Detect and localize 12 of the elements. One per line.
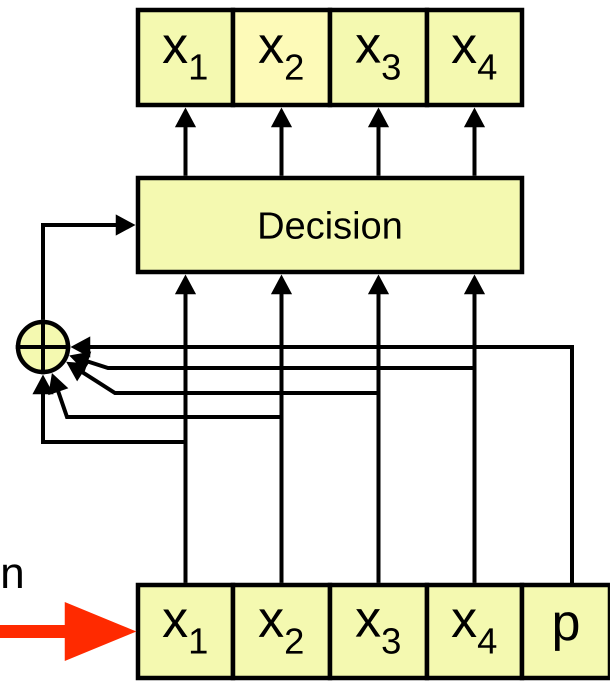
summing-junction <box>14 318 72 376</box>
decision-box: Decision <box>136 176 524 274</box>
input-cell: x$_{1}$ <box>136 582 236 680</box>
output-cell: x$_{3}$ <box>328 8 430 108</box>
output-cell: x$_{1}$ <box>136 8 236 108</box>
output-cell: x$_{2}$ <box>230 8 332 108</box>
input-cell: p <box>520 582 610 680</box>
input-cell: x$_{4}$ <box>424 582 524 680</box>
side-label: n <box>3 564 22 588</box>
input-cell: x$_{2}$ <box>230 582 332 680</box>
input-cell: x$_{3}$ <box>328 582 430 680</box>
output-cell: x$_{4}$ <box>424 8 524 108</box>
